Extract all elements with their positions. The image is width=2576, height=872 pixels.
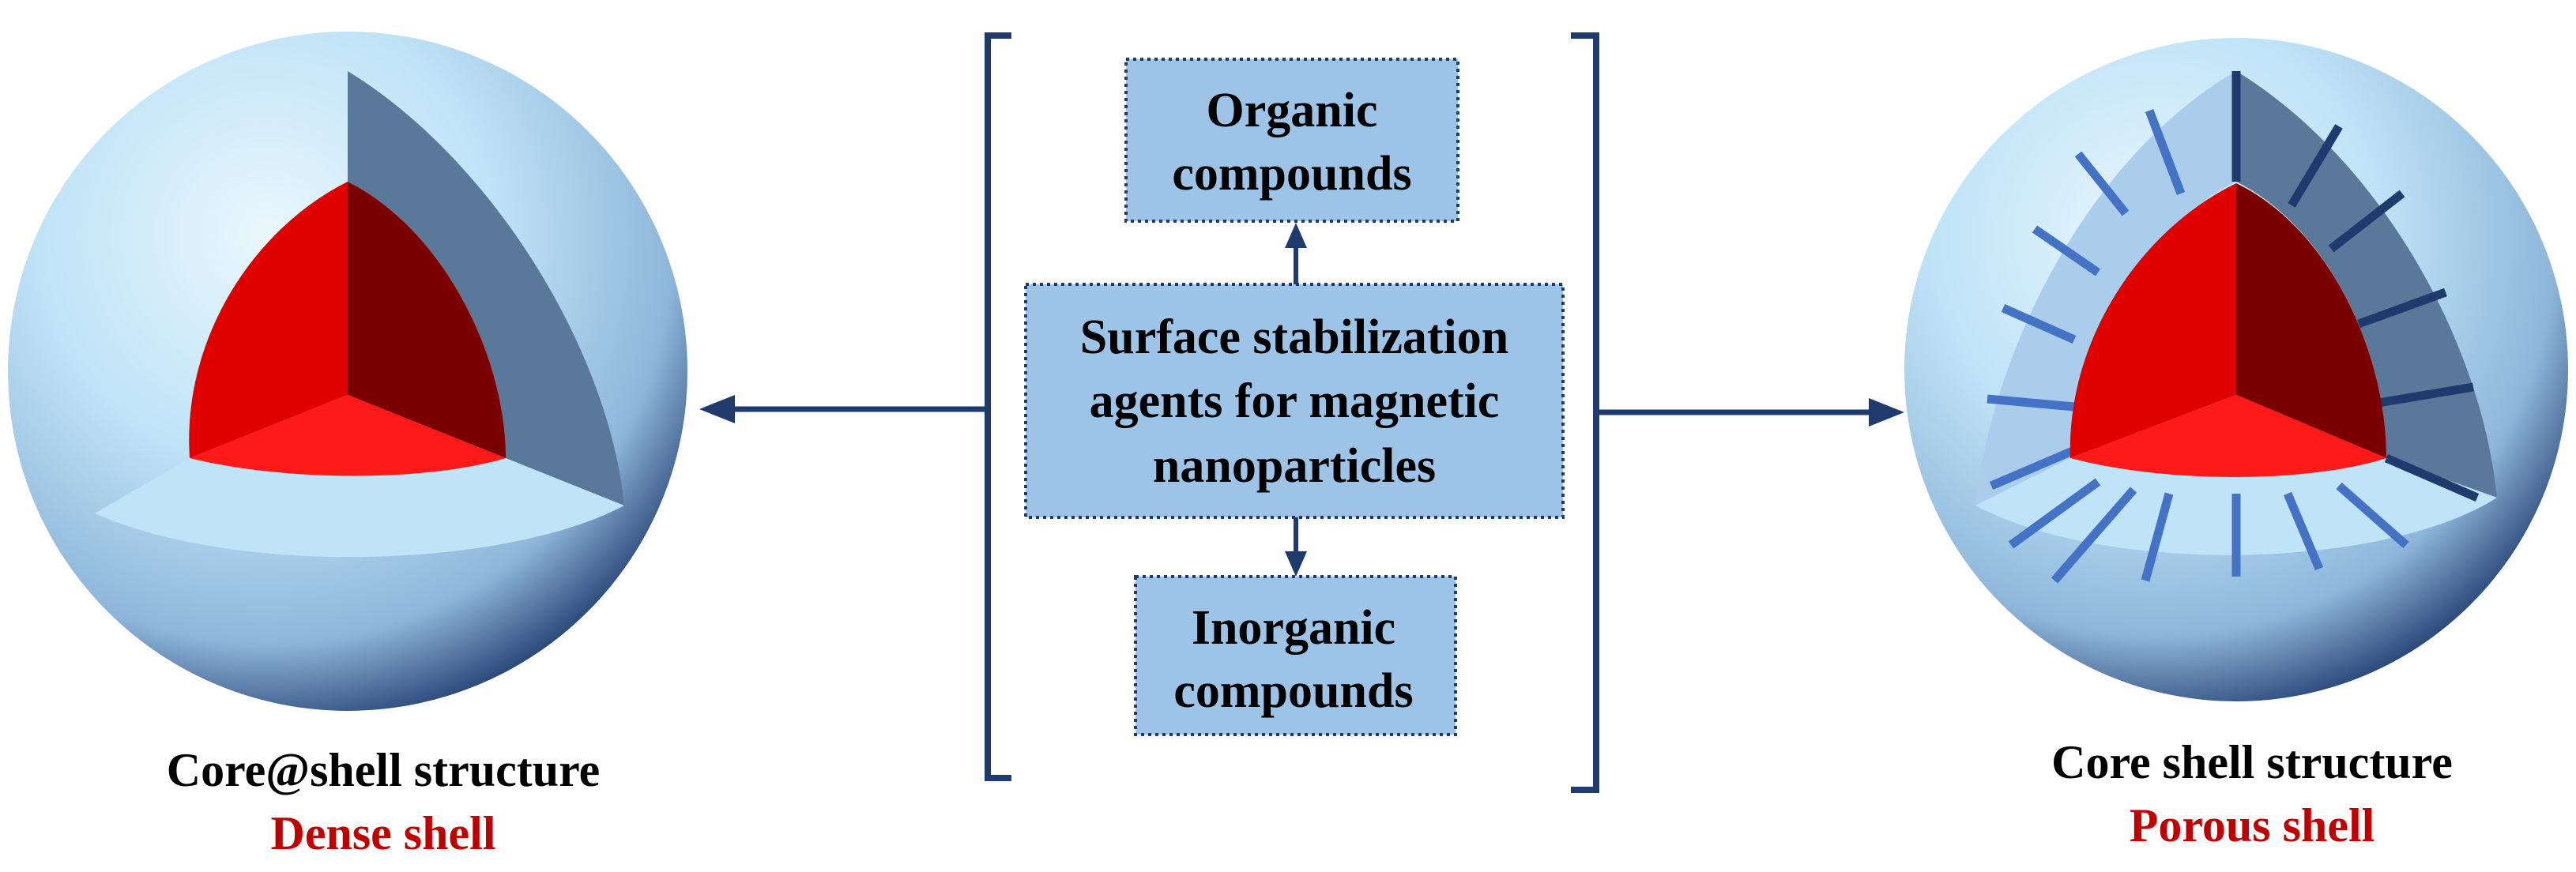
right-bracket [1571, 32, 1599, 793]
surface-stabilization-box: Surface stabilization agents for magneti… [1024, 283, 1565, 519]
right-core-dark-face [2236, 183, 2386, 458]
organic-box-line-1: Organic [1207, 84, 1378, 137]
arrow-to-organic [1285, 223, 1307, 284]
left-shell-cut-horizontal [95, 458, 624, 558]
left-core-dark-face [348, 182, 506, 458]
right-particle-caption: Core shell structure [2051, 736, 2453, 788]
inorganic-compounds-box: Inorganic compounds [1134, 575, 1457, 736]
left-particle-subcaption: Dense shell [271, 807, 496, 859]
right-core-bottom-face [2070, 395, 2386, 477]
main-box-line-2: agents for magnetic [1090, 374, 1500, 428]
left-particle-caption: Core@shell structure [167, 744, 601, 796]
arrow-to-right-particle [1596, 398, 1904, 427]
right-core-front-face [2069, 183, 2236, 458]
organic-compounds-box: Organic compounds [1124, 58, 1459, 223]
organic-box-line-2: compounds [1172, 147, 1411, 201]
right-particle-subcaption: Porous shell [2130, 799, 2375, 851]
right-pores-dark [2231, 71, 2480, 502]
arrow-to-inorganic [1285, 517, 1307, 577]
right-pores-light [1987, 109, 2409, 584]
left-shell-cut-vertical [348, 71, 624, 506]
left-bracket [985, 32, 1011, 781]
left-core-front-face [189, 182, 348, 458]
left-particle [8, 32, 687, 711]
right-particle [1904, 38, 2568, 701]
inorganic-box-line-2: compounds [1173, 664, 1413, 718]
main-box-line-3: nanoparticles [1153, 439, 1436, 493]
main-box-line-1: Surface stabilization [1080, 310, 1508, 364]
arrow-to-left-particle [699, 395, 988, 423]
inorganic-box-line-1: Inorganic [1192, 601, 1395, 655]
left-core-bottom-face [190, 395, 506, 476]
